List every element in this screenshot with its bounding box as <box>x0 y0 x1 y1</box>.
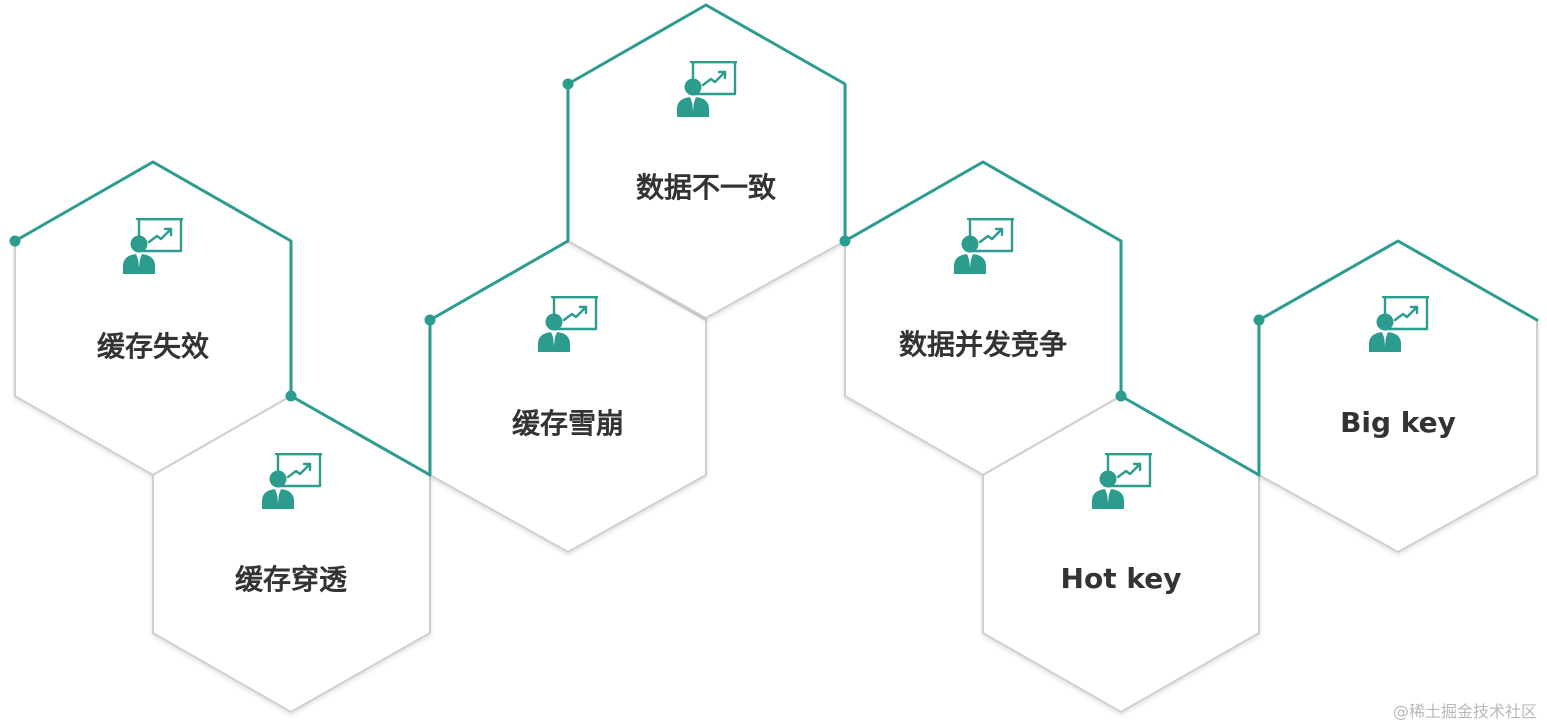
hexagon-label: 数据并发竞争 <box>899 328 1067 361</box>
hexagon-hot-key: Hot key <box>982 390 1261 714</box>
hexagon-cache-avalanche: 缓存雪崩 <box>424 239 707 554</box>
hexagon-label: 数据不一致 <box>636 171 777 204</box>
hexagon-label: 缓存穿透 <box>235 563 348 596</box>
hexagon-data-race: 数据并发竞争 <box>839 160 1123 477</box>
hexagon-label: 缓存失效 <box>97 330 209 363</box>
hexagon-big-key: Big key <box>1253 239 1539 554</box>
hexagon-label: 缓存雪崩 <box>512 407 624 440</box>
watermark-text: @稀土掘金技术社区 <box>1392 702 1537 721</box>
hexagon-label: Hot key <box>1061 562 1182 595</box>
hexagon-label: Big key <box>1340 406 1456 439</box>
hexagon-data-inconsistency: 数据不一致 <box>562 3 847 320</box>
